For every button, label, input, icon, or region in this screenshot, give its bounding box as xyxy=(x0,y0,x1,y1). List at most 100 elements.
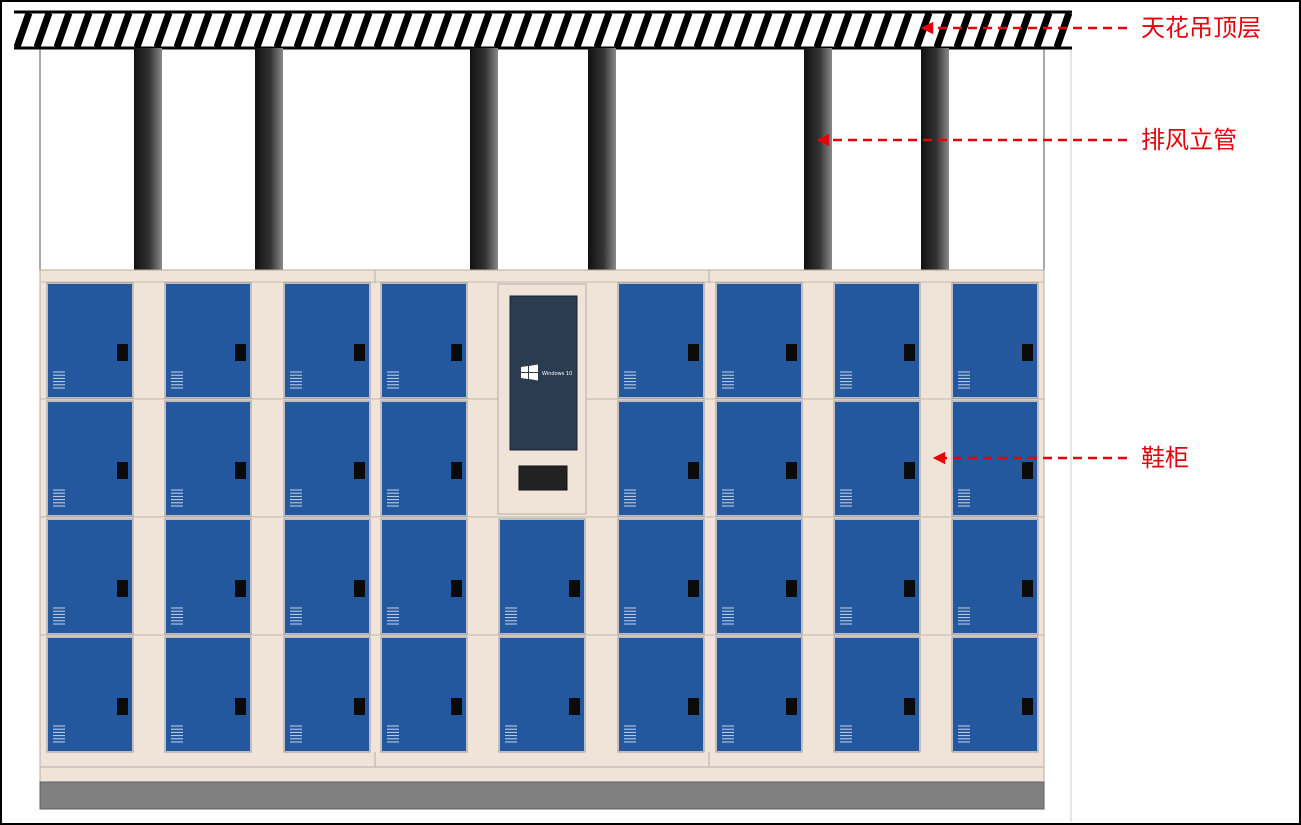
locker-door xyxy=(380,282,468,399)
lock-icon xyxy=(786,580,797,597)
locker-door xyxy=(951,282,1039,399)
lock-icon xyxy=(904,462,915,479)
locker-door-panel xyxy=(500,520,584,633)
lock-icon xyxy=(117,462,128,479)
lock-icon xyxy=(354,580,365,597)
locker-door-outline xyxy=(164,636,252,753)
exhaust-pipe xyxy=(921,48,949,272)
locker-door-panel xyxy=(717,402,801,515)
locker-door xyxy=(46,400,134,517)
locker-door-outline xyxy=(283,400,371,517)
locker-door xyxy=(833,282,921,399)
locker-door xyxy=(164,282,252,399)
locker-door xyxy=(715,282,803,399)
locker-door-panel xyxy=(619,402,703,515)
card-reader xyxy=(518,465,568,491)
locker-door-outline xyxy=(715,636,803,753)
locker-door-outline xyxy=(46,400,134,517)
locker-door-outline xyxy=(617,282,705,399)
exhaust-pipe xyxy=(255,48,283,272)
lock-icon xyxy=(354,698,365,715)
locker-door xyxy=(46,518,134,635)
exhaust-pipe xyxy=(588,48,616,272)
locker-door xyxy=(283,636,371,753)
lock-icon xyxy=(688,344,699,361)
locker-door-panel xyxy=(48,638,132,751)
locker-door-outline xyxy=(617,636,705,753)
locker-door xyxy=(283,282,371,399)
locker-door-panel xyxy=(48,284,132,397)
locker-door-panel xyxy=(500,638,584,751)
locker-door-panel xyxy=(285,402,369,515)
exhaust-pipe xyxy=(134,48,162,272)
locker-door xyxy=(498,518,586,635)
locker-door xyxy=(833,400,921,517)
ceiling-layer xyxy=(14,10,1072,50)
locker-door-outline xyxy=(951,400,1039,517)
locker-door-outline xyxy=(164,400,252,517)
windows-logo-icon xyxy=(521,364,538,381)
locker-door xyxy=(715,518,803,635)
locker-door-panel xyxy=(835,638,919,751)
locker-door-panel xyxy=(382,402,466,515)
shoe-cabinet: Windows 10 xyxy=(39,269,1045,810)
lock-icon xyxy=(904,698,915,715)
locker-door-panel xyxy=(835,520,919,633)
lock-icon xyxy=(1022,698,1033,715)
locker-door-outline xyxy=(617,400,705,517)
lock-icon xyxy=(451,462,462,479)
locker-door-panel xyxy=(717,520,801,633)
lock-icon xyxy=(1022,580,1033,597)
lock-icon xyxy=(354,344,365,361)
locker-door-panel xyxy=(835,402,919,515)
lock-icon xyxy=(904,580,915,597)
locker-door-outline xyxy=(283,636,371,753)
locker-door-outline xyxy=(498,636,586,753)
locker-door-outline xyxy=(380,400,468,517)
locker-door xyxy=(164,518,252,635)
locker-door-panel xyxy=(953,520,1037,633)
locker-door-outline xyxy=(833,518,921,635)
locker-door-panel xyxy=(382,284,466,397)
lock-icon xyxy=(451,580,462,597)
locker-door xyxy=(617,282,705,399)
locker-door-outline xyxy=(283,282,371,399)
lock-icon xyxy=(786,462,797,479)
exhaust-pipe-label: 排风立管 xyxy=(1141,126,1237,154)
exhaust-pipes xyxy=(134,48,949,272)
cabinet-base xyxy=(39,781,1045,810)
locker-door xyxy=(283,400,371,517)
locker-door xyxy=(715,636,803,753)
locker-door-outline xyxy=(164,518,252,635)
lock-icon xyxy=(688,462,699,479)
locker-door-panel xyxy=(166,402,250,515)
locker-door-panel xyxy=(382,638,466,751)
exhaust-pipe xyxy=(470,48,498,272)
locker-door-panel xyxy=(166,638,250,751)
locker-door-outline xyxy=(46,518,134,635)
lock-icon xyxy=(1022,344,1033,361)
windows-logo-pane xyxy=(529,373,538,381)
locker-door-panel xyxy=(717,284,801,397)
lock-icon xyxy=(1022,462,1033,479)
os-label: Windows 10 xyxy=(542,371,572,377)
lock-icon xyxy=(688,698,699,715)
windows-logo-pane xyxy=(529,364,538,372)
locker-door-panel xyxy=(717,638,801,751)
lock-icon xyxy=(786,344,797,361)
shoe-cabinet-label: 鞋柜 xyxy=(1141,444,1189,472)
locker-door-panel xyxy=(166,520,250,633)
locker-door-outline xyxy=(498,518,586,635)
locker-door-panel xyxy=(285,520,369,633)
locker-door-outline xyxy=(951,518,1039,635)
locker-door-outline xyxy=(283,518,371,635)
locker-door-outline xyxy=(715,282,803,399)
locker-door-panel xyxy=(619,284,703,397)
locker-door xyxy=(164,400,252,517)
lock-icon xyxy=(235,462,246,479)
locker-door-panel xyxy=(285,638,369,751)
lock-icon xyxy=(451,698,462,715)
